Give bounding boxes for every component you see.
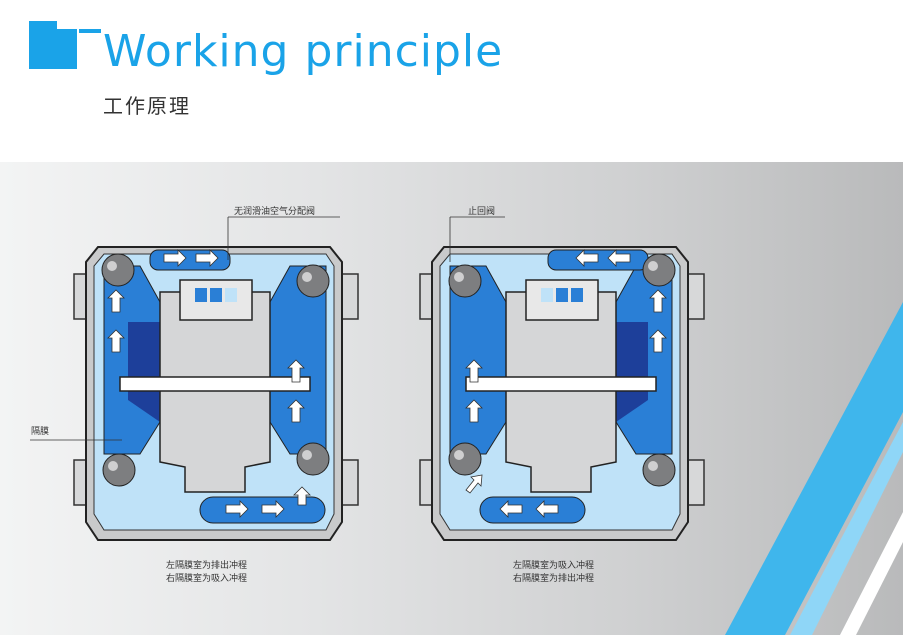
stripe-blue — [725, 302, 903, 635]
brand-logo-bar — [79, 29, 101, 33]
right-caption-line2: 右隔膜室为排出冲程 — [513, 574, 595, 584]
pump-diagram — [30, 216, 903, 635]
left-caption-line2: 右隔膜室为吸入冲程 — [166, 574, 248, 584]
brand-logo-square — [29, 21, 77, 69]
left-pump — [30, 216, 359, 541]
stripe-light — [790, 422, 903, 635]
left-caption: 左隔膜室为排出冲程 右隔膜室为吸入冲程 — [166, 560, 247, 586]
stripe-white — [840, 512, 903, 635]
brand-logo-notch — [57, 21, 77, 29]
label-diaphragm: 隔膜 — [31, 427, 50, 437]
diagram-panel: 无润滑油空气分配阀 止回阀 隔膜 左隔膜室为排出冲程 右隔膜室为吸入冲程 左隔膜… — [0, 162, 903, 635]
label-air-valve: 无润滑油空气分配阀 — [234, 207, 316, 217]
page-title: Working principle — [103, 26, 504, 77]
right-caption: 左隔膜室为吸入冲程 右隔膜室为排出冲程 — [513, 560, 594, 586]
right-pump — [419, 216, 705, 541]
page-subtitle: 工作原理 — [103, 94, 191, 118]
label-check-valve: 止回阀 — [468, 207, 496, 217]
right-caption-line1: 左隔膜室为吸入冲程 — [513, 561, 595, 571]
left-caption-line1: 左隔膜室为排出冲程 — [166, 561, 248, 571]
